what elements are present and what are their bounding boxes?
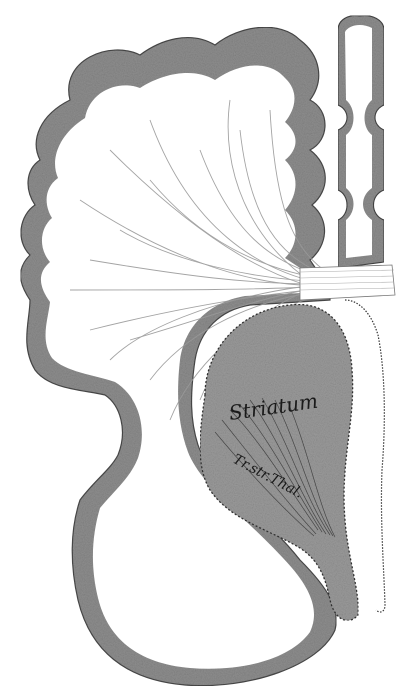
medial-wall-inner <box>345 25 372 258</box>
